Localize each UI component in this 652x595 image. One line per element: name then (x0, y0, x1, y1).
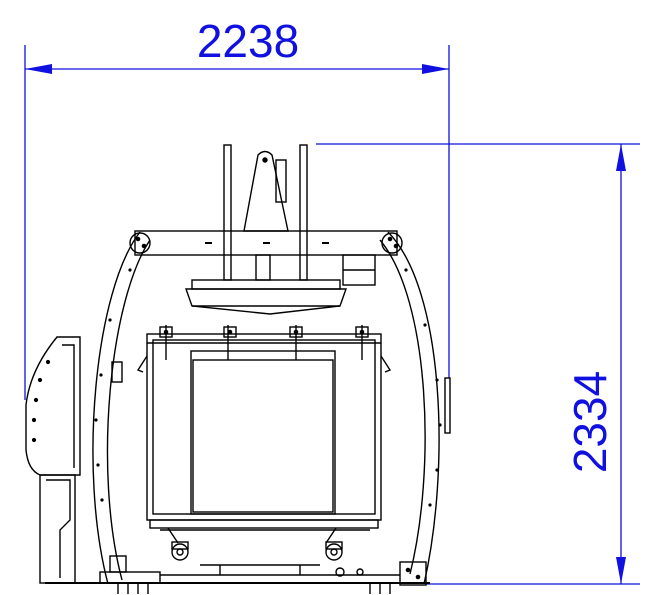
trolley (149, 519, 379, 561)
left-frame-arc (92, 231, 151, 585)
left-frame-box (111, 361, 123, 383)
top-crossbar (129, 230, 403, 256)
side-control-panel (25, 336, 81, 584)
width-dimension-label: 2238 (197, 15, 299, 67)
width-dimension: 2238 (24, 15, 450, 400)
press-plate (185, 279, 347, 315)
height-arrow-top (616, 144, 626, 171)
height-dimension-label: 2334 (564, 371, 616, 473)
right-frame-arc (379, 231, 440, 585)
mast-assembly (223, 144, 308, 281)
bale (190, 350, 336, 515)
height-arrow-bottom (616, 557, 626, 584)
height-dimension: 2334 (316, 143, 640, 585)
crossbar-bracket (342, 254, 376, 286)
right-side-panel (444, 377, 451, 434)
basket (136, 326, 392, 521)
frame-bolts (94, 268, 442, 507)
width-arrow-right (422, 64, 449, 74)
base-frame (45, 555, 430, 594)
width-arrow-left (25, 64, 52, 74)
machine (25, 144, 451, 594)
